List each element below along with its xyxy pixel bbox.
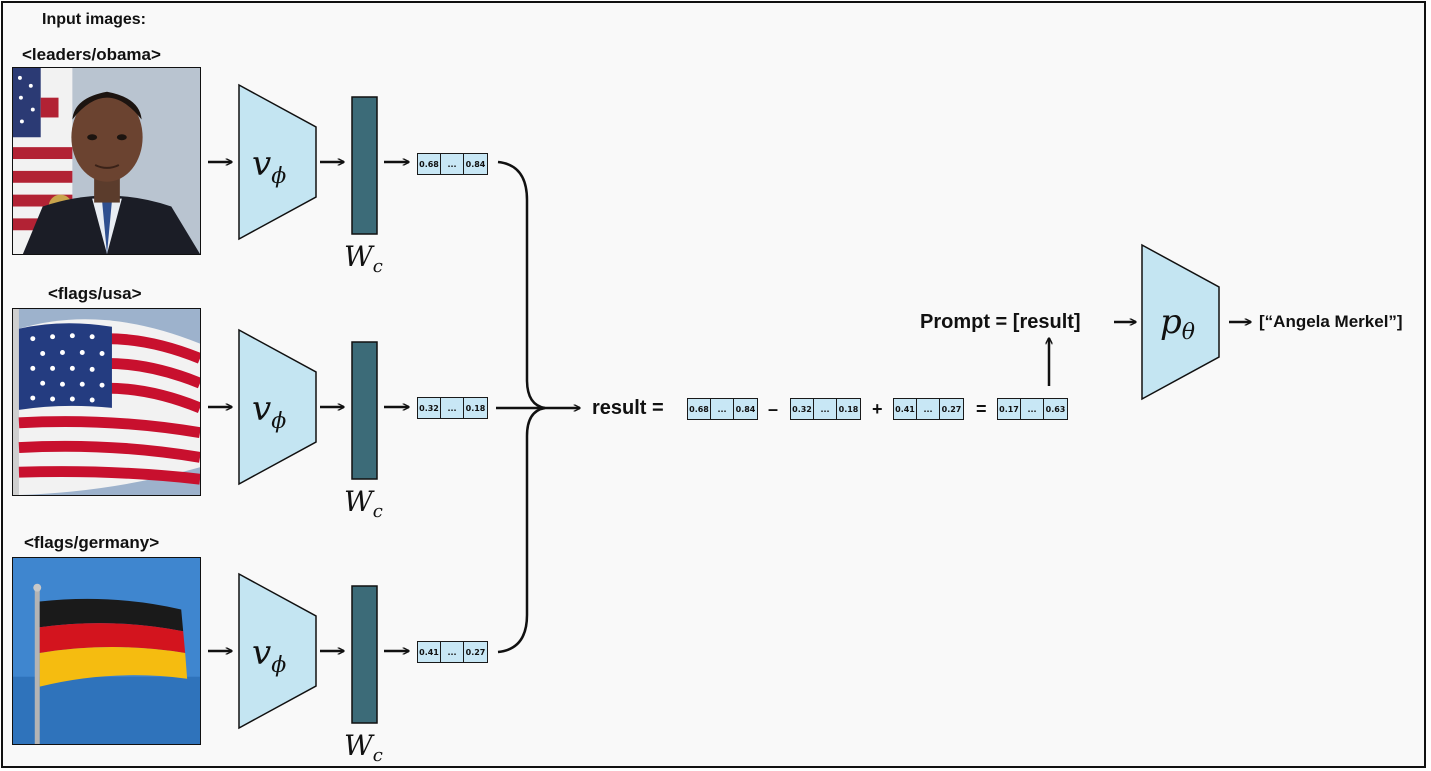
usa-flag-image xyxy=(12,308,201,496)
projection-symbol-2: Wc xyxy=(344,485,383,522)
minus-operator: – xyxy=(768,399,779,419)
embedding-vector-obama: 0.68 ... 0.84 xyxy=(417,153,488,175)
decoder-trapezoid xyxy=(1141,243,1220,401)
embedding-vector-usa: 0.32 ... 0.18 xyxy=(417,397,488,419)
vector-cell: 0.68 xyxy=(418,154,441,174)
prompt-label: Prompt = [result] xyxy=(920,311,1081,333)
vector-cell: 0.84 xyxy=(465,159,486,169)
germany-flag-image xyxy=(12,557,201,745)
heading-input-images: Input images: xyxy=(42,11,147,28)
result-vector: 0.17 ... 0.63 xyxy=(997,398,1068,420)
vector-cell: ... xyxy=(441,642,464,662)
input-label-obama: <leaders/obama> xyxy=(22,45,161,64)
vector-cell: 0.27 xyxy=(941,404,962,414)
vector-cell: ... xyxy=(1021,399,1044,419)
input-label-germany: <flags/germany> xyxy=(24,533,160,552)
encoder-trapezoid-3 xyxy=(238,572,317,730)
result-label: result = xyxy=(592,397,664,419)
input-label-usa: <flags/usa> xyxy=(48,284,142,303)
projection-symbol-1: Wc xyxy=(344,240,383,277)
vector-cell: 0.84 xyxy=(735,404,756,414)
vector-cell: 0.41 xyxy=(418,642,441,662)
projection-symbol-3: Wc xyxy=(344,729,383,766)
projection-bar-1 xyxy=(351,96,378,235)
projection-bar-3 xyxy=(351,585,378,724)
encoder-trapezoid-2 xyxy=(238,328,317,486)
vector-cell: 0.17 xyxy=(998,399,1021,419)
vector-cell: 0.32 xyxy=(418,398,441,418)
projection-bar-2 xyxy=(351,341,378,480)
vector-cell: 0.18 xyxy=(838,404,859,414)
embedding-vector-germany: 0.41 ... 0.27 xyxy=(417,641,488,663)
vector-cell: 0.68 xyxy=(688,399,711,419)
output-label: [“Angela Merkel”] xyxy=(1259,312,1403,331)
equation-term-obama: 0.68 ... 0.84 xyxy=(687,398,758,420)
vector-cell: 0.18 xyxy=(465,403,486,413)
equation-term-usa: 0.32 ... 0.18 xyxy=(790,398,861,420)
encoder-symbol-1: vϕ xyxy=(252,144,286,189)
encoder-symbol-2: vϕ xyxy=(252,389,286,434)
vector-cell: ... xyxy=(711,399,734,419)
vector-cell: ... xyxy=(917,399,940,419)
equation-term-germany: 0.41 ... 0.27 xyxy=(893,398,964,420)
vector-cell: 0.32 xyxy=(791,399,814,419)
merge-brace-bottom xyxy=(497,406,546,654)
vector-cell: 0.27 xyxy=(465,647,486,657)
vector-cell: 0.63 xyxy=(1045,404,1066,414)
plus-operator: + xyxy=(872,399,883,419)
vector-cell: ... xyxy=(814,399,837,419)
vector-cell: 0.41 xyxy=(894,399,917,419)
encoder-trapezoid-1 xyxy=(238,83,317,241)
decoder-symbol: pθ xyxy=(1160,302,1195,345)
equals-operator: = xyxy=(976,399,987,419)
obama-portrait-image xyxy=(12,67,201,255)
merge-brace-top xyxy=(497,160,546,410)
vector-cell: ... xyxy=(441,154,464,174)
vector-cell: ... xyxy=(441,398,464,418)
encoder-symbol-3: vϕ xyxy=(252,633,286,678)
